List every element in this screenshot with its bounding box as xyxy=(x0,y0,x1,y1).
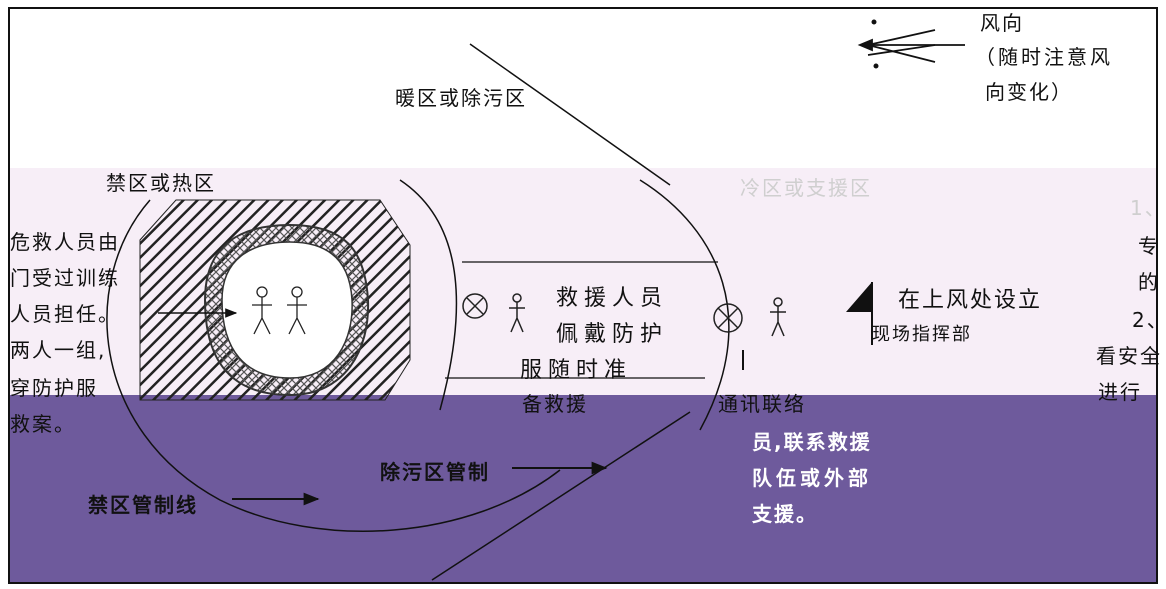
purple-overlay-band-right xyxy=(815,395,1156,426)
decon-control-label: 除污区管制 xyxy=(380,460,490,484)
hot-zone-label: 禁区或热区 xyxy=(106,171,216,195)
middle-zone-arc xyxy=(399,179,458,411)
rescue-text-line1: 救援人员 xyxy=(556,286,669,311)
right-zone-arc xyxy=(639,179,730,431)
hot-zone-core xyxy=(221,241,353,379)
outer-zone-arc xyxy=(106,199,561,532)
rescue-text-line3: 服随时准 xyxy=(520,358,633,383)
right-text-line1: 1、 xyxy=(1130,196,1166,220)
hot-zone-workers xyxy=(252,286,307,335)
right-text-line6: 进行 xyxy=(1098,380,1142,404)
comm-text-line2: 员,联系救援 xyxy=(752,430,872,454)
rescue-station-symbol xyxy=(462,293,525,333)
comm-text-line4: 支援。 xyxy=(752,502,818,526)
warm-zone-label: 暖区或除污区 xyxy=(395,86,527,110)
hot-control-label: 禁区管制线 xyxy=(88,493,198,517)
left-text-line1: 危救人员由 xyxy=(10,230,120,254)
command-post-flag xyxy=(846,282,873,345)
right-text-line3: 的 xyxy=(1138,270,1160,294)
wind-note-line1: （随时注意风 xyxy=(975,45,1113,69)
cold-zone-label: 冷区或支援区 xyxy=(740,176,872,200)
wind-note-line2: 向变化） xyxy=(985,80,1073,104)
diagram-border xyxy=(8,7,1158,584)
comm-text-line1: 通讯联络 xyxy=(718,392,806,416)
divider-line-bottom xyxy=(431,411,691,581)
right-text-line2: 专 xyxy=(1138,234,1160,258)
upwind-text-line2: 现场指挥部 xyxy=(872,324,972,345)
comm-text-line3: 队伍或外部 xyxy=(752,466,872,490)
rescue-text-line2: 佩戴防护 xyxy=(556,322,669,347)
wind-label: 风向 xyxy=(980,11,1024,35)
left-text-line2: 门受过训练 xyxy=(10,266,120,290)
divider-line-top xyxy=(469,43,671,186)
right-text-line5: 看安全 xyxy=(1096,344,1162,368)
right-text-line4: 2、 xyxy=(1132,308,1166,332)
left-text-line4: 两人一组, xyxy=(10,338,107,362)
wind-direction-icon xyxy=(857,19,965,69)
comm-station-symbol xyxy=(713,297,786,337)
left-text-line5: 穿防护服 xyxy=(10,376,98,400)
rescue-text-line4: 备救援 xyxy=(522,392,588,416)
left-text-line6: 救案。 xyxy=(10,412,76,436)
upwind-text-line1: 在上风处设立 xyxy=(898,288,1043,313)
left-text-line3: 人员担任。 xyxy=(10,302,120,326)
